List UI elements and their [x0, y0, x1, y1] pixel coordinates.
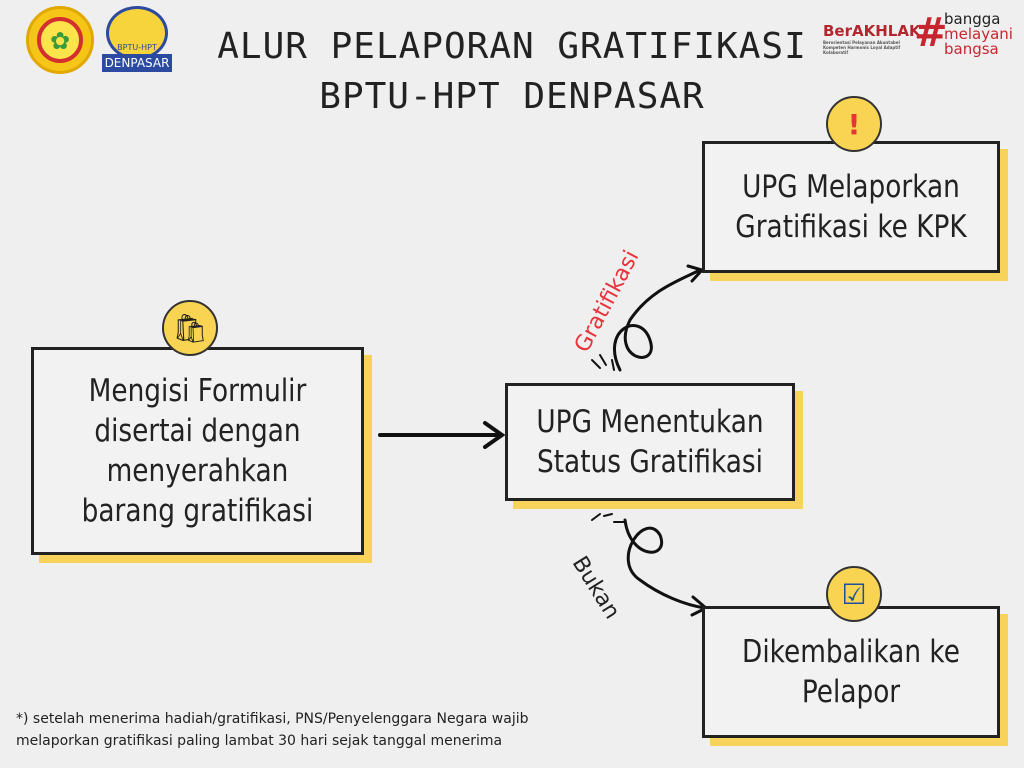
step-determine-status: UPG Menentukan Status Gratifikasi [505, 383, 795, 501]
kementan-logo: ✿ [26, 6, 94, 74]
form-shopping-icon: 🛍 [162, 300, 218, 356]
hashtag-icon: # [914, 10, 948, 56]
page-title: ALUR PELAPORAN GRATIFIKASI BPTU-HPT DENP… [217, 26, 807, 117]
exclamation-icon: ! [826, 96, 882, 152]
step-return-reporter: Dikembalikan ke Pelapor [702, 606, 1000, 738]
step-report-kpk: UPG Melaporkan Gratifikasi ke KPK [702, 141, 1000, 273]
arrowhead [483, 421, 506, 449]
checkmark-icon: ☑ [826, 566, 882, 622]
bptu-logo: BPTU-HPT DENPASAR [102, 6, 172, 72]
arrow-to-kpk [613, 268, 702, 372]
footnote: *) setelah menerima hadiah/gratifikasi, … [16, 711, 529, 749]
arrow-to-return [623, 518, 707, 610]
step-fill-form: Mengisi Formulir disertai dengan menyera… [31, 347, 364, 555]
